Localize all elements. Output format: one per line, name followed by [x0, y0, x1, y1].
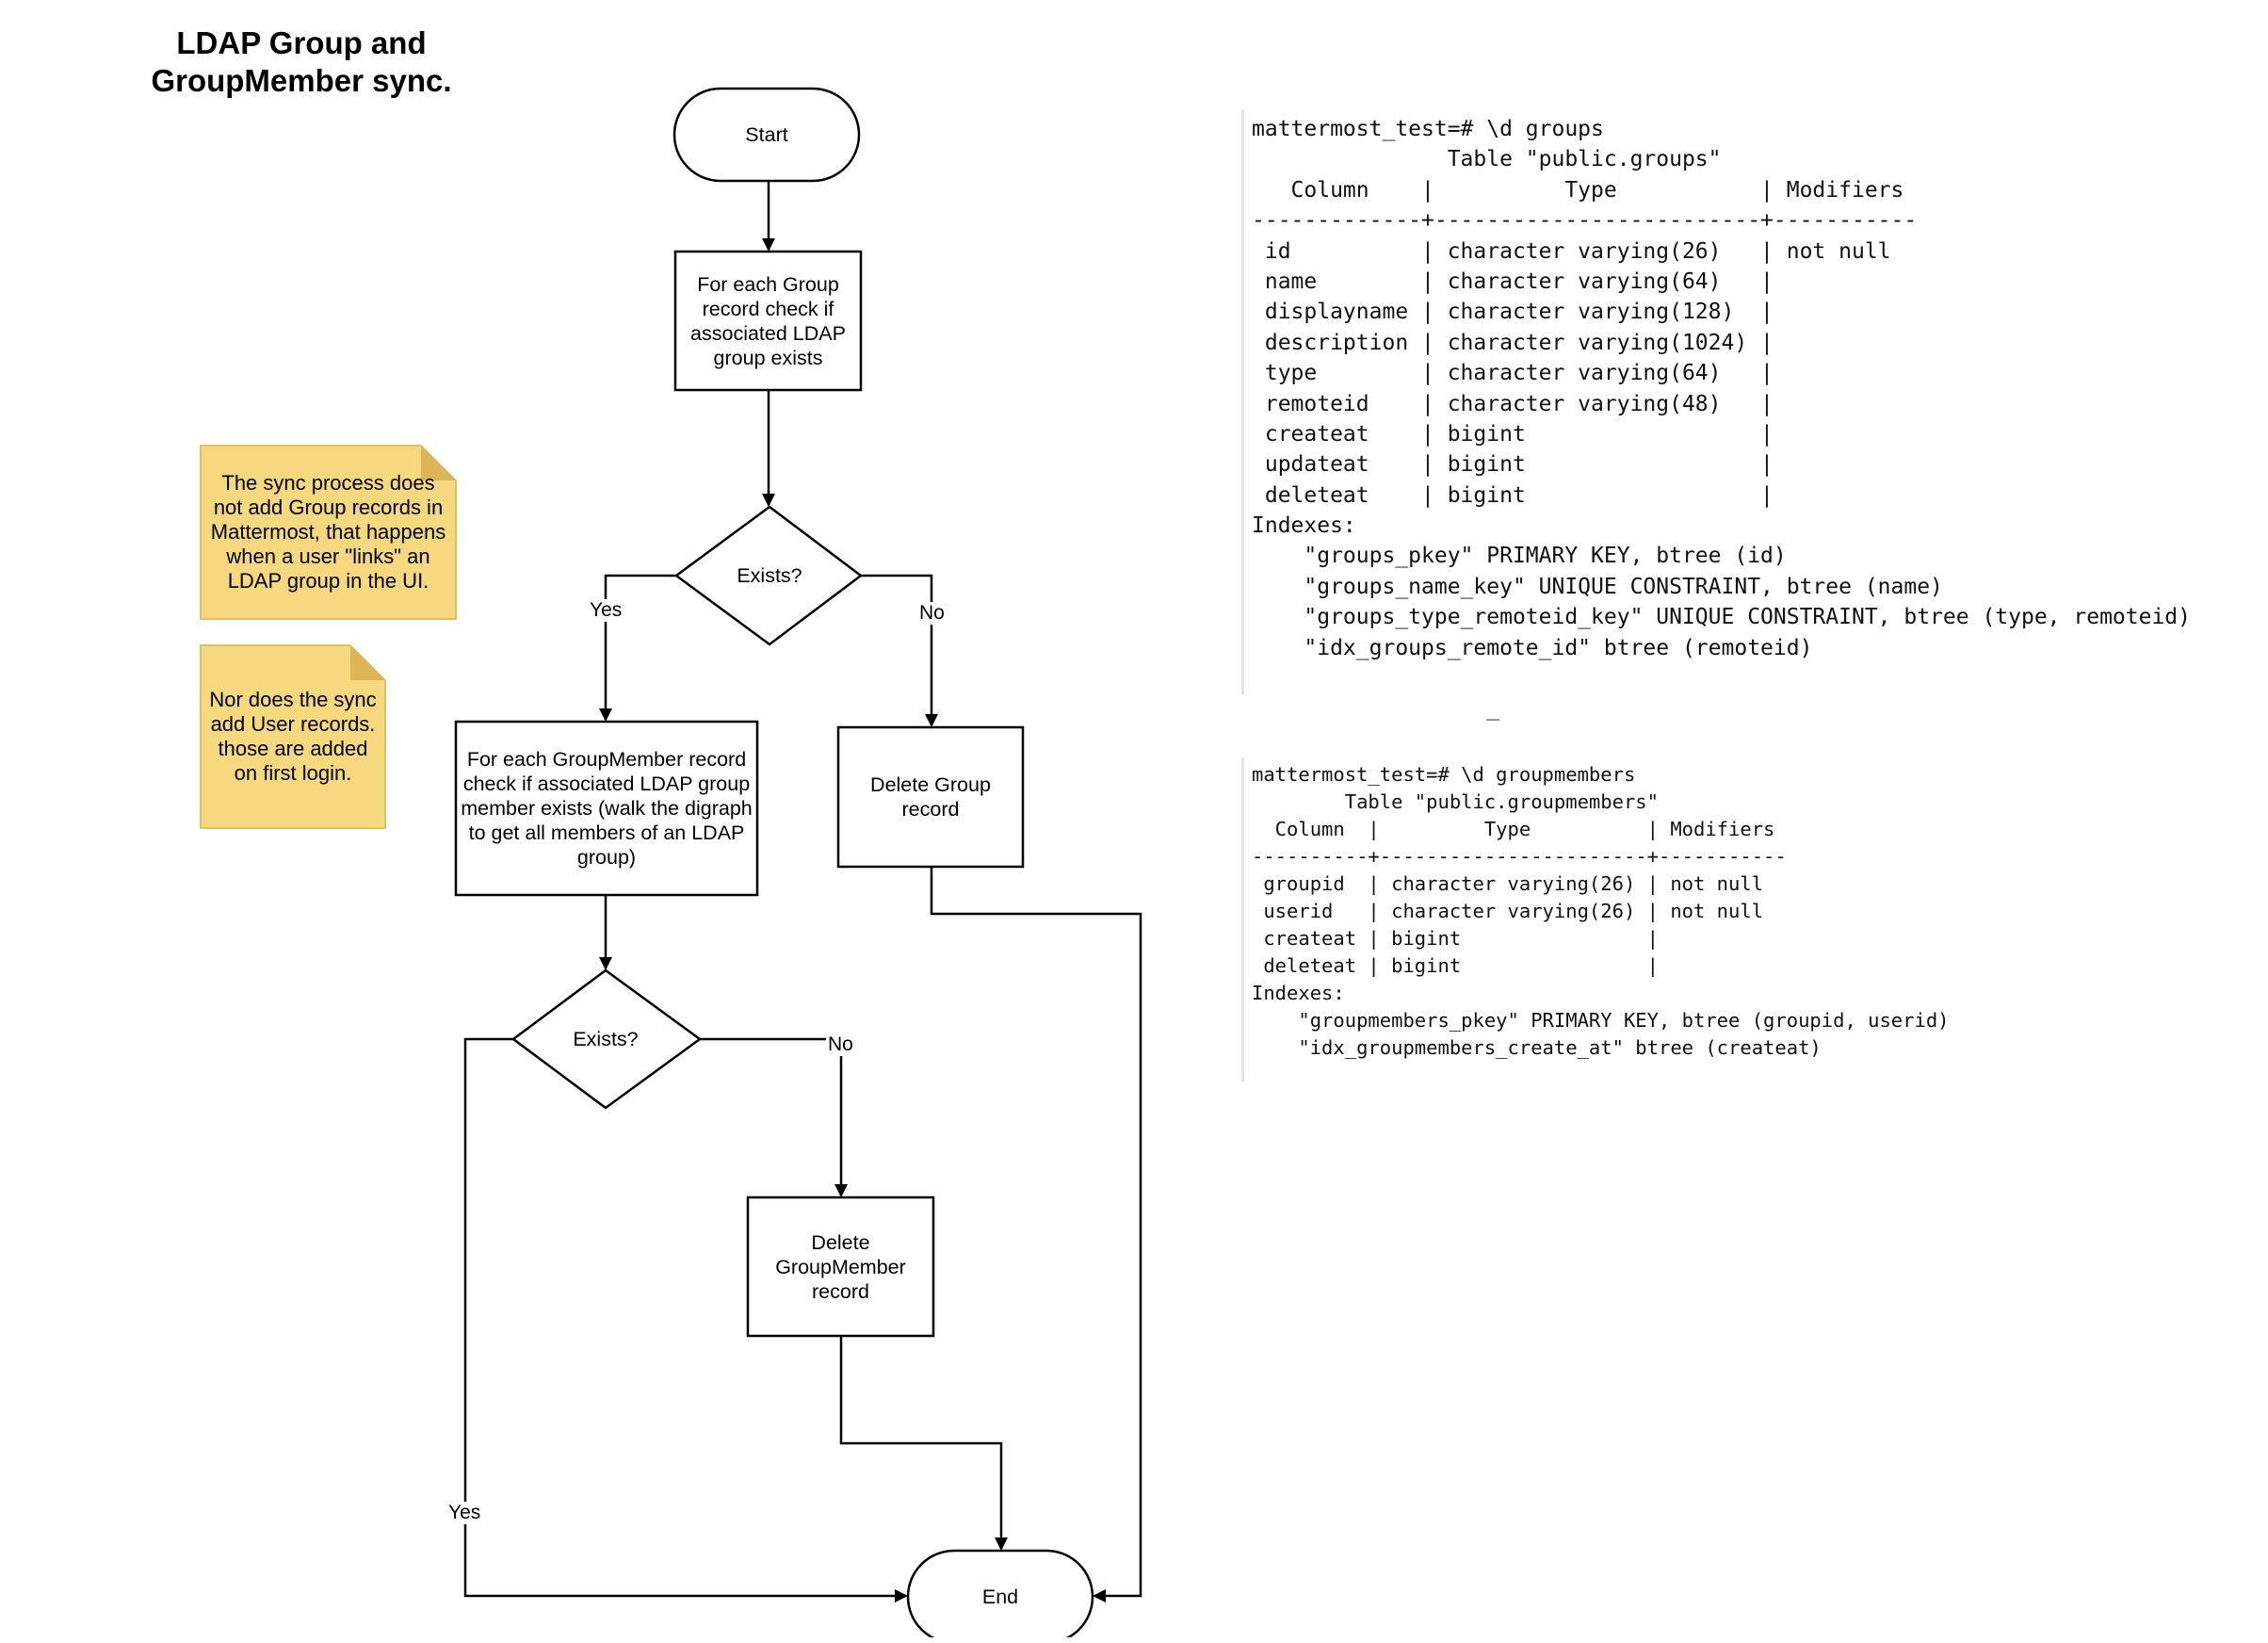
edge-delete-member-to-end [839, 1336, 1008, 1551]
edge-exists1-no [861, 574, 938, 727]
for-each-member-process [454, 720, 759, 897]
for-each-group-label: For each Group record check if associate… [690, 272, 846, 369]
schema-line: "groupmembers_pkey" PRIMARY KEY, btree (… [1252, 1009, 1950, 1032]
delete-group-label: Delete Group record [870, 773, 991, 821]
schema-line: Column | Type | Modifiers [1252, 818, 1775, 840]
schema-line: description | character varying(1024) | [1252, 330, 1774, 355]
for-each-group-process [673, 250, 863, 392]
edge-exists1-yes [599, 574, 676, 722]
edge-exists2-yes [463, 1037, 908, 1602]
exists-decision-1 [673, 505, 864, 646]
schema-line: mattermost_test=# \d groupmembers [1252, 763, 1636, 786]
schema-line: ----------+-----------------------+-----… [1252, 845, 1787, 868]
sticky-note-group-records: The sync process does not add Group reco… [200, 445, 457, 620]
note-fold-corner [421, 445, 457, 480]
groups-table-schema: mattermost_test=# \d groups Table "publi… [1241, 109, 2191, 721]
schema-line: "groups_pkey" PRIMARY KEY, btree (id) [1252, 544, 1787, 569]
edge-label-no-2: No [826, 1033, 855, 1056]
schema-line: Indexes: [1252, 513, 1356, 539]
schema-line: remoteid | character varying(48) | [1252, 391, 1774, 416]
schema-line: "groups_type_remoteid_key" UNIQUE CONSTR… [1252, 605, 2191, 630]
schema-line: displayname | character varying(128) | [1252, 300, 1774, 325]
schema-line: -------------+-------------------------+… [1252, 208, 1918, 234]
schema-line: "idx_groups_remote_id" btree (remoteid) [1252, 635, 1813, 660]
schema-line: _ [1252, 696, 1500, 722]
schema-line: groupid | character varying(26) | not nu… [1252, 872, 1764, 895]
schema-line: deleteat | bigint | [1252, 482, 1774, 508]
edge-label-no-1: No [917, 602, 947, 625]
schema-line: id | character varying(26) | not null [1252, 238, 1891, 264]
schema-line: deleteat | bigint | [1252, 954, 1659, 977]
edge-label-yes-2: Yes [446, 1502, 483, 1524]
edge-delete-group-to-end [930, 867, 1142, 1602]
for-each-member-label: For each GroupMember record check if ass… [461, 748, 753, 869]
edge-label-yes-1: Yes [588, 599, 624, 622]
sticky-note-user-records: Nor does the sync add User records. thos… [200, 644, 386, 829]
delete-member-label: Delete GroupMember record [775, 1231, 906, 1303]
schema-line: updateat | bigint | [1252, 452, 1774, 478]
schema-line: Table "public.groups" [1252, 147, 1722, 172]
schema-line: mattermost_test=# \d groups [1252, 117, 1604, 141]
schema-line: "groups_name_key" UNIQUE CONSTRAINT, btr… [1252, 574, 1943, 599]
exists-1-label: Exists? [737, 564, 802, 587]
note-fold-corner [350, 644, 386, 680]
end-label: End [981, 1586, 1019, 1608]
note-text: The sync process does not add Group reco… [210, 471, 446, 593]
delete-group-process [836, 725, 1025, 869]
schema-line [1252, 663, 2166, 693]
edge-exists2-no [700, 1037, 848, 1197]
schema-line: Indexes: [1252, 982, 1345, 1004]
exists-2-label: Exists? [573, 1028, 639, 1050]
schema-line: type | character varying(64) | [1252, 361, 1774, 386]
schema-line: Column | Type | Modifiers [1252, 177, 1904, 203]
schema-line: "idx_groupmembers_create_at" btree (crea… [1252, 1036, 1822, 1059]
diagram-title: LDAP Group and GroupMember sync. [151, 25, 452, 98]
schema-line: createat | bigint | [1252, 927, 1659, 950]
exists-decision-2 [510, 968, 703, 1110]
schema-line: userid | character varying(26) | not nul… [1252, 900, 1764, 922]
schema-line: name | character varying(64) | [1252, 268, 1774, 294]
schema-line: Table "public.groupmembers" [1252, 790, 1659, 813]
groupmembers-table-schema: mattermost_test=# \d groupmembers Table … [1241, 757, 1957, 1082]
schema-line: createat | bigint | [1252, 421, 1774, 447]
delete-member-process [746, 1196, 935, 1338]
start-terminal [672, 87, 861, 183]
note-text: Nor does the sync add User records. thos… [209, 688, 377, 785]
start-label: Start [745, 123, 788, 146]
